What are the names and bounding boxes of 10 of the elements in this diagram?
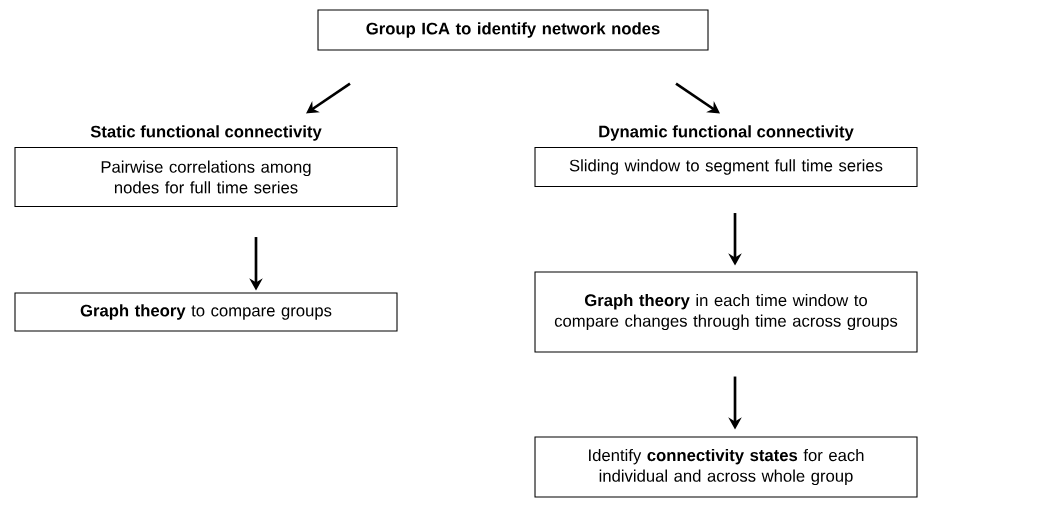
arrow xyxy=(675,82,720,114)
arrow xyxy=(306,82,351,114)
heading: Dynamic functional connectivity xyxy=(599,125,854,141)
process-box: Sliding window to segment full time series xyxy=(534,146,918,188)
process-box: Graph theory in each time window to compare changes through time across groups xyxy=(534,271,918,353)
heading: Static functional connectivity xyxy=(90,125,322,141)
process-box: Group ICA to identify network nodes xyxy=(317,9,709,51)
process-box: Graph theory to compare groups xyxy=(14,292,398,332)
process-box: Identify connectivity states for each individual and across whole group xyxy=(534,436,918,498)
process-box: Pairwise correlations among nodes for full time series xyxy=(14,146,398,208)
